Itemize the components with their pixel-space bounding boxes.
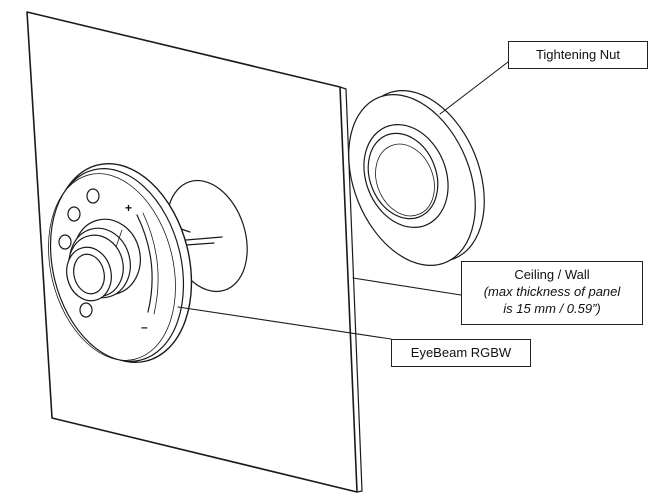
leader-wall (352, 277, 462, 296)
eyebeam-label: EyeBeam RGBW (391, 339, 531, 367)
tightening-nut (348, 90, 485, 266)
leader-nut (439, 61, 509, 115)
ceiling-wall-label: Ceiling / Wall (max thickness of panel i… (461, 261, 643, 325)
minus-symbol: – (141, 320, 148, 334)
leader-lines (177, 61, 509, 340)
eyebeam-fixture (48, 162, 193, 364)
plus-symbol: + (125, 201, 132, 215)
button-4 (79, 302, 93, 318)
tightening-nut-label: Tightening Nut (508, 41, 648, 69)
ceiling-wall-note-line1: (max thickness of panel (483, 284, 621, 299)
button-2 (67, 206, 81, 222)
tightening-nut-text: Tightening Nut (535, 47, 621, 62)
ceiling-wall-title: Ceiling / Wall (514, 267, 590, 282)
button-3 (58, 234, 72, 250)
button-1 (86, 188, 100, 204)
ceiling-wall-note-line2: is 15 mm / 0.59”) (503, 301, 601, 316)
eyebeam-text: EyeBeam RGBW (410, 345, 512, 360)
leader-eyebeam (177, 306, 392, 340)
